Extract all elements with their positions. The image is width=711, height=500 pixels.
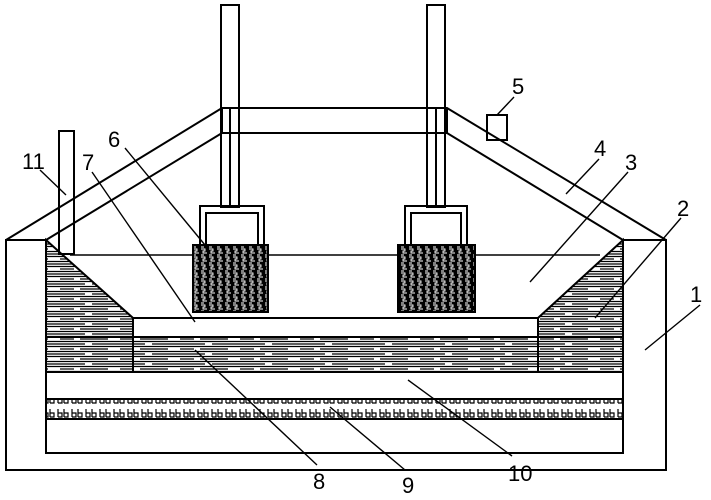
streak-layer xyxy=(45,336,624,373)
blank-layer xyxy=(45,371,624,400)
leader-11 xyxy=(39,169,67,196)
label-11: 11 xyxy=(22,149,45,174)
label-10: 10 xyxy=(508,461,532,486)
leader-8 xyxy=(194,349,318,466)
left-block xyxy=(192,244,269,313)
left-bracket xyxy=(199,205,265,245)
label-3: 3 xyxy=(625,150,637,175)
leader-lines xyxy=(39,96,701,471)
label-7: 7 xyxy=(82,150,94,175)
label-1: 1 xyxy=(690,282,702,307)
roof-cover xyxy=(5,107,667,241)
vent-pipe xyxy=(486,114,508,141)
leader-9 xyxy=(329,406,406,471)
label-9: 9 xyxy=(402,473,414,498)
leader-1 xyxy=(644,304,701,351)
label-2: 2 xyxy=(677,196,689,221)
label-8: 8 xyxy=(313,469,325,494)
leader-5 xyxy=(496,96,515,116)
label-6: 6 xyxy=(108,127,120,152)
leader-10 xyxy=(407,379,513,457)
right-block xyxy=(397,244,476,313)
left-slope xyxy=(45,237,134,338)
leader-3 xyxy=(529,171,629,283)
leader-4 xyxy=(565,158,600,195)
leader-6 xyxy=(124,147,206,246)
label-4: 4 xyxy=(594,136,606,161)
right-bracket xyxy=(404,205,468,245)
right-slope xyxy=(537,237,624,338)
inlet-pipe xyxy=(58,130,75,255)
leader-2 xyxy=(594,217,682,319)
leader-7 xyxy=(91,171,196,323)
label-5: 5 xyxy=(512,74,524,99)
roof-cover-inner xyxy=(45,132,624,241)
bottom-layer xyxy=(45,398,624,420)
